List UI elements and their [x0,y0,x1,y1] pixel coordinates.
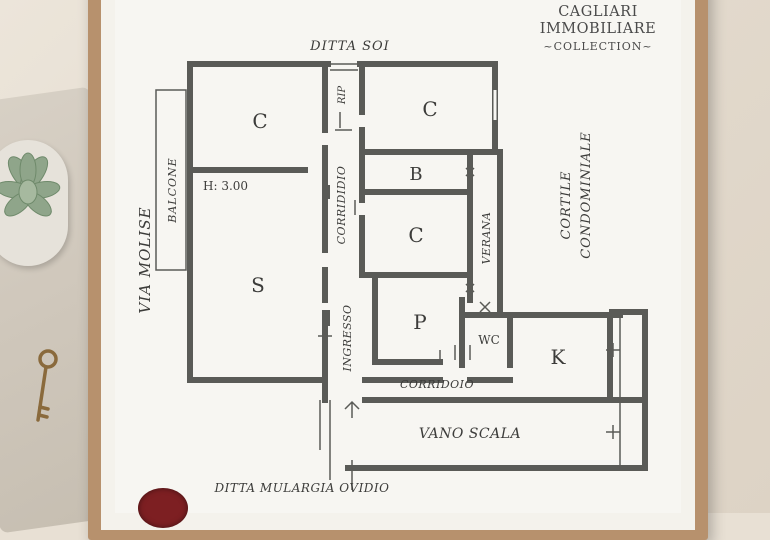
wax-seal [138,488,188,528]
corridor-horizontal-label: CORRIDOIO [400,378,474,391]
succulent-pot [0,140,68,266]
courtyard-label-1: CORTILE [559,170,574,239]
antique-key-icon [36,349,58,422]
room-rip: RIP [337,86,348,105]
floor-plan-paper [115,0,681,513]
floor-plan: DITTA SOI VIA MOLISE CORTILE CONDOMINIAL… [136,39,648,495]
room-k: K [551,345,567,369]
brand-logo: CAGLIARI IMMOBILIARE ~COLLECTION~ [528,4,668,55]
room-wc: WC [478,333,500,347]
verana-label: VERANA [480,212,493,265]
bottom-neighbour-label: DITTA MULARGIA OVIDIO [213,481,389,495]
brand-line-3: ~COLLECTION~ [543,40,653,53]
ingresso-label: INGRESSO [341,305,354,373]
balcony-label: BALCONE [166,157,179,223]
courtyard-label-2: CONDOMINIALE [579,131,594,259]
corridor-vertical-label: CORRIDIDIO [335,166,348,245]
room-b: B [409,164,422,185]
ceiling-height-label: H: 3.00 [203,179,248,193]
room-s: S [251,273,265,297]
room-c-top-left: C [252,109,267,133]
room-c-middle: C [408,223,423,247]
room-p: P [413,310,426,334]
street-left-label: VIA MOLISE [136,206,154,313]
brand-line-1: CAGLIARI [558,4,638,20]
street-top-label: DITTA SOI [309,39,390,54]
brand-line-2: IMMOBILIARE [539,21,657,37]
stairwell-label: VANO SCALA [419,426,521,442]
room-c-top-right: C [422,97,437,121]
succulent-icon [0,152,61,217]
